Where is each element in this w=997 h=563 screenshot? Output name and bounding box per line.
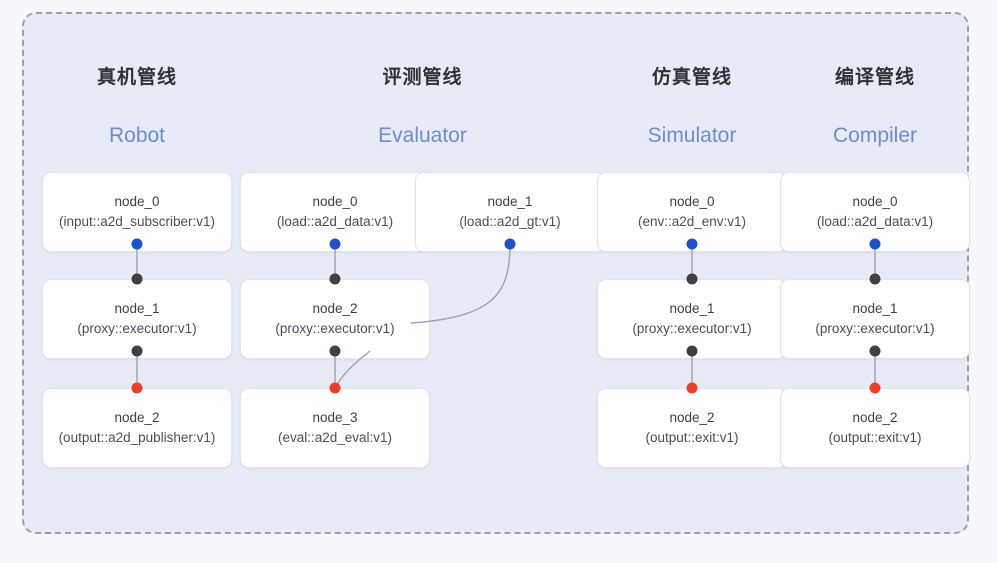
node-type: (proxy::executor:v1) <box>815 320 935 336</box>
node-id: node_0 <box>312 193 358 209</box>
node-evaluator-2[interactable]: node_2 (proxy::executor:v1) <box>240 279 430 359</box>
node-type: (proxy::executor:v1) <box>77 320 197 336</box>
port-input-simulator-2[interactable] <box>686 382 698 394</box>
node-id: node_2 <box>669 409 715 425</box>
column-title-en-evaluator: Evaluator <box>378 124 467 147</box>
node-type: (output::exit:v1) <box>828 429 922 445</box>
column-title-cn-simulator: 仿真管线 <box>651 67 732 88</box>
node-id: node_1 <box>487 193 533 209</box>
node-id: node_1 <box>852 300 898 316</box>
column-title-en-robot: Robot <box>108 124 166 147</box>
node-id: node_1 <box>114 300 160 316</box>
node-type: (load::a2d_gt:v1) <box>459 213 561 229</box>
column-title-en-compiler: Compiler <box>832 124 918 147</box>
node-id: node_0 <box>669 193 715 209</box>
port-input-evaluator-2[interactable] <box>329 273 341 285</box>
node-compiler-2[interactable]: node_2 (output::exit:v1) <box>780 388 970 468</box>
node-type: (output::a2d_publisher:v1) <box>58 429 216 445</box>
node-type: (proxy::executor:v1) <box>275 320 395 336</box>
column-title-cn-compiler: 编译管线 <box>834 67 915 88</box>
port-output-robot-0[interactable] <box>131 238 143 250</box>
port-input-robot-2[interactable] <box>131 382 143 394</box>
column-title-cn-robot: 真机管线 <box>96 67 177 88</box>
port-input-robot-1[interactable] <box>131 273 143 285</box>
port-output-compiler-1[interactable] <box>869 345 881 357</box>
port-input-evaluator-3[interactable] <box>329 382 341 394</box>
pipeline-column-simulator: 仿真管线 Simulator node_0 (env::a2d_env:v1) … <box>597 14 787 536</box>
node-robot-2[interactable]: node_2 (output::a2d_publisher:v1) <box>42 388 232 468</box>
port-input-simulator-1[interactable] <box>686 273 698 285</box>
node-simulator-1[interactable]: node_1 (proxy::executor:v1) <box>597 279 787 359</box>
node-id: node_2 <box>312 300 358 316</box>
port-output-evaluator-0[interactable] <box>329 238 341 250</box>
port-input-compiler-2[interactable] <box>869 382 881 394</box>
node-id: node_1 <box>669 300 715 316</box>
pipeline-column-evaluator: 评测管线 Evaluator node_0 (load::a2d_data:v1… <box>240 14 605 536</box>
pipeline-column-compiler: 编译管线 Compiler node_0 (load::a2d_data:v1)… <box>780 14 970 536</box>
node-type: (eval::a2d_eval:v1) <box>277 429 393 445</box>
port-output-simulator-0[interactable] <box>686 238 698 250</box>
port-output-evaluator-2[interactable] <box>329 345 341 357</box>
node-type: (output::exit:v1) <box>645 429 739 445</box>
pipeline-column-robot: 真机管线 Robot node_0 (input::a2d_subscriber… <box>42 14 232 536</box>
node-evaluator-3[interactable]: node_3 (eval::a2d_eval:v1) <box>240 388 430 468</box>
node-simulator-2[interactable]: node_2 (output::exit:v1) <box>597 388 787 468</box>
pipeline-graph-panel: 真机管线 Robot node_0 (input::a2d_subscriber… <box>22 12 970 534</box>
node-type: (env::a2d_env:v1) <box>637 213 747 229</box>
node-id: node_2 <box>852 409 898 425</box>
port-input-compiler-1[interactable] <box>869 273 881 285</box>
node-id: node_2 <box>114 409 160 425</box>
pipeline-columns: 真机管线 Robot node_0 (input::a2d_subscriber… <box>24 14 970 532</box>
node-id: node_0 <box>852 193 898 209</box>
node-type: (load::a2d_data:v1) <box>276 213 394 229</box>
node-type: (load::a2d_data:v1) <box>816 213 934 229</box>
node-type: (proxy::executor:v1) <box>632 320 752 336</box>
port-output-simulator-1[interactable] <box>686 345 698 357</box>
node-id: node_3 <box>312 409 358 425</box>
port-output-evaluator-1[interactable] <box>504 238 516 250</box>
node-id: node_0 <box>114 193 160 209</box>
port-output-compiler-0[interactable] <box>869 238 881 250</box>
column-title-en-simulator: Simulator <box>647 124 737 147</box>
node-type: (input::a2d_subscriber:v1) <box>58 213 216 229</box>
column-title-cn-evaluator: 评测管线 <box>382 67 463 88</box>
port-output-robot-1[interactable] <box>131 345 143 357</box>
